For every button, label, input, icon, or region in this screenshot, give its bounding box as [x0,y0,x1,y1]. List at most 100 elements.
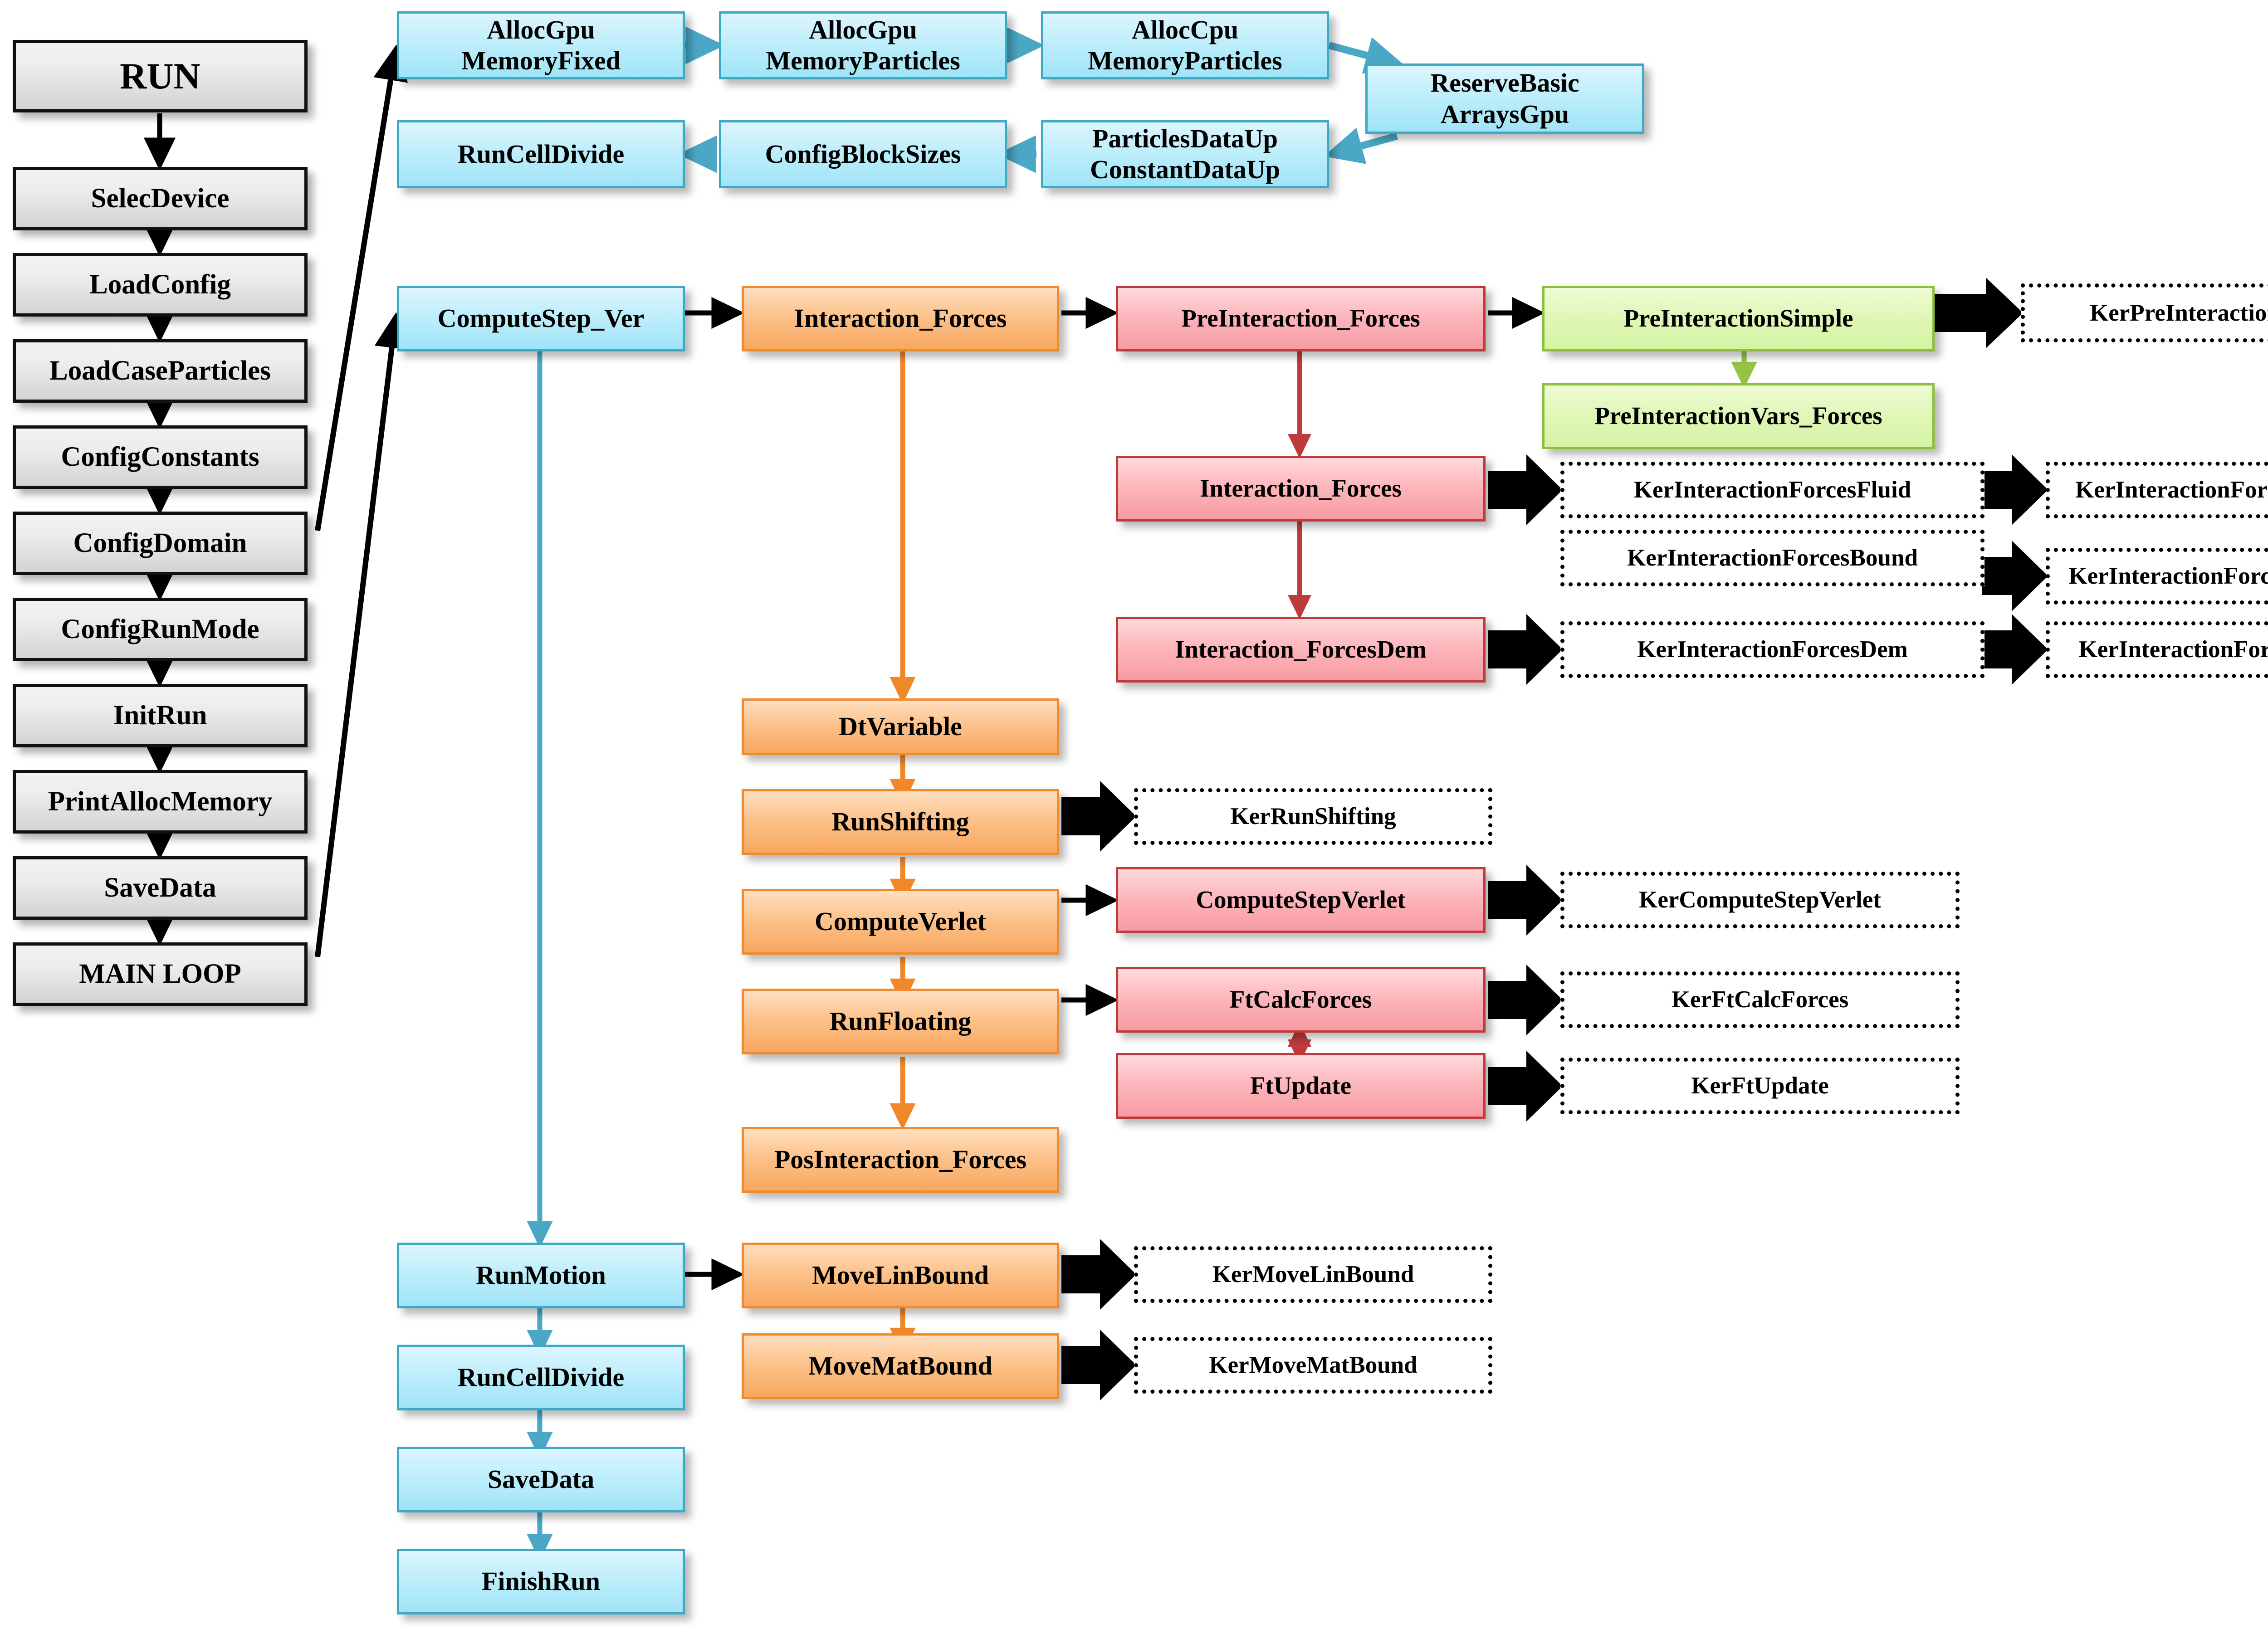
node-movelinbound[interactable]: MoveLinBound [742,1243,1059,1308]
node-posinteraction-forces[interactable]: PosInteraction_Forces [742,1127,1059,1193]
node-loadconfig[interactable]: LoadConfig [13,253,308,317]
node-label: RunShifting [831,807,969,837]
node-label: PreInteractionVars_Forces [1594,402,1882,430]
node-configdomain[interactable]: ConfigDomain [13,512,308,575]
node-label: KerInteractionForcesDem [1637,636,1908,663]
node-label: ConfigDomain [73,528,247,559]
node-configconstants[interactable]: ConfigConstants [13,425,308,489]
node-label: KerRunShifting [1230,803,1396,830]
node-kermovematbound[interactable]: KerMoveMatBound [1134,1337,1492,1394]
node-label: MAIN LOOP [79,959,241,990]
node-label: ComputeStep_Ver [437,303,645,333]
node-label: FtUpdate [1250,1072,1352,1100]
node-kerinteractionforcesfluidbox[interactable]: KerInteractionForcesFluidBox [2046,462,2268,518]
node-preinteraction-forces[interactable]: PreInteraction_Forces [1116,286,1486,351]
node-label: ConfigConstants [61,442,259,473]
node-runfloating[interactable]: RunFloating [742,989,1059,1054]
node-dtvariable[interactable]: DtVariable [742,698,1059,755]
node-configrunmode[interactable]: ConfigRunMode [13,598,308,661]
node-label: LoadConfig [89,269,231,300]
node-label: SaveData [487,1464,595,1494]
node-label: RunMotion [476,1260,606,1290]
node-label: SelecDevice [91,183,230,214]
node-label: PrintAllocMemory [48,786,273,817]
node-kercomputestepverlet[interactable]: KerComputeStepVerlet [1560,872,1960,928]
node-selecdevice[interactable]: SelecDevice [13,167,308,230]
node-label: ConfigRunMode [61,614,259,645]
node-label: KerInteractionForcesFluidBox [2075,477,2268,503]
node-label: KerPreInteractionSimple [2090,299,2268,326]
node-label: InitRun [113,700,207,731]
node-kerrunshifting[interactable]: KerRunShifting [1134,788,1492,845]
node-label: KerMoveLinBound [1212,1261,1414,1288]
node-kermovelinbound[interactable]: KerMoveLinBound [1134,1246,1492,1303]
node-printallocmemory[interactable]: PrintAllocMemory [13,770,308,834]
node-interaction-forces-orange[interactable]: Interaction_Forces [742,286,1059,351]
node-computestepverlet[interactable]: ComputeStepVerlet [1116,867,1486,933]
node-main-loop[interactable]: MAIN LOOP [13,942,308,1006]
node-preinteractionsimple[interactable]: PreInteractionSimple [1542,286,1935,351]
node-label: LoadCaseParticles [49,356,271,386]
node-kerinteractionforcesdembox[interactable]: KerInteractionForcesDemBox [2046,621,2268,678]
node-loadcaseparticles[interactable]: LoadCaseParticles [13,339,308,403]
node-configblocksizes[interactable]: ConfigBlockSizes [719,120,1007,188]
node-label: ComputeVerlet [815,907,986,936]
node-computestep-ver[interactable]: ComputeStep_Ver [397,286,685,351]
node-kerinteractionforcesfluid[interactable]: KerInteractionForcesFluid [1560,462,1984,518]
node-kerinteractionforcesbound[interactable]: KerInteractionForcesBound [1560,530,1984,586]
node-savedata[interactable]: SaveData [13,856,308,920]
node-label: KerInteractionForcesDemBox [2078,636,2268,663]
node-kerftcalcforces[interactable]: KerFtCalcForces [1560,971,1960,1028]
node-runmotion[interactable]: RunMotion [397,1243,685,1308]
node-label: KerMoveMatBound [1209,1352,1418,1379]
node-kerftupdate[interactable]: KerFtUpdate [1560,1058,1960,1114]
node-label: RunCellDivide [457,139,625,169]
node-kerinteractionforcesboundbox[interactable]: KerInteractionForcesBoundBox [2046,548,2268,605]
node-label: Interaction_Forces [794,303,1007,333]
node-runcelldivide[interactable]: RunCellDivide [397,1345,685,1410]
node-interaction-forces-red[interactable]: Interaction_Forces [1116,456,1486,522]
node-label: KerInteractionForcesBound [1627,545,1918,571]
node-ftupdate[interactable]: FtUpdate [1116,1053,1486,1119]
node-label: SaveData [104,873,216,903]
node-label: KerComputeStepVerlet [1639,887,1881,913]
node-label: PreInteractionSimple [1623,304,1853,332]
node-computeverlet[interactable]: ComputeVerlet [742,889,1059,955]
node-label: ConfigBlockSizes [765,139,961,169]
node-preinteractionvars-forces[interactable]: PreInteractionVars_Forces [1542,383,1935,449]
node-finishrun[interactable]: FinishRun [397,1549,685,1614]
node-label: KerInteractionForcesFluid [1633,477,1911,503]
node-runcelldivide-top[interactable]: RunCellDivide [397,120,685,188]
node-interaction-forcesdem[interactable]: Interaction_ForcesDem [1116,617,1486,683]
node-label: RunFloating [829,1006,972,1036]
node-label: PosInteraction_Forces [774,1145,1027,1175]
node-label: DtVariable [839,712,962,741]
node-label: ComputeStepVerlet [1196,886,1406,914]
node-label: FtCalcForces [1229,985,1372,1014]
node-label: PreInteraction_Forces [1181,304,1420,332]
node-ftcalcforces[interactable]: FtCalcForces [1116,967,1486,1033]
node-run[interactable]: RUN [13,40,308,112]
node-runshifting[interactable]: RunShifting [742,789,1059,855]
node-label: MoveLinBound [812,1260,989,1290]
node-label: FinishRun [481,1566,601,1596]
node-label: MoveMatBound [808,1351,992,1381]
node-movematbound[interactable]: MoveMatBound [742,1333,1059,1399]
node-label: Interaction_ForcesDem [1175,635,1427,663]
node-label: RunCellDivide [457,1362,625,1392]
node-initrun[interactable]: InitRun [13,684,308,747]
node-kerpreinteractionsimple[interactable]: KerPreInteractionSimple [2021,283,2268,342]
node-savedata-loop[interactable]: SaveData [397,1447,685,1512]
node-kerinteractionforcesdem[interactable]: KerInteractionForcesDem [1560,621,1984,678]
